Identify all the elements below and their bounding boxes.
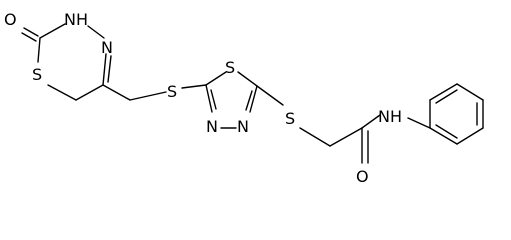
thiadiazinone-ring — [21, 23, 112, 101]
bond-s1-c5 — [237, 71, 258, 87]
bond-c-o-double-b — [21, 32, 37, 42]
bond-ch2-s-linker — [129, 91, 167, 101]
atom-s-linker-right: S — [285, 109, 295, 128]
bond-ch2-s — [47, 84, 77, 101]
chemical-structure: O NH N S S S N N S NH O — [4, 10, 484, 186]
bond-ph-inner-1 — [435, 89, 458, 104]
bond-nh-n — [87, 25, 105, 39]
atom-s-thiadiazole: S — [225, 58, 235, 77]
atom-s-linker-left: S — [167, 82, 177, 101]
methylthio-linker — [102, 84, 207, 101]
bond-c5-s-right — [256, 85, 284, 106]
bond-c5-ch2 — [75, 84, 104, 101]
atom-o-amide: O — [356, 167, 369, 186]
bond-ph-2 — [429, 83, 458, 101]
bond-ph-6 — [429, 127, 458, 145]
bond-ph-inner-3 — [435, 124, 458, 139]
thiadiazole-ring — [205, 71, 258, 129]
atom-n-ring: N — [101, 38, 113, 57]
bond-c5-n4-a — [249, 85, 258, 113]
bond-ph-3 — [456, 83, 484, 101]
atom-o-carbonyl-ring: O — [4, 10, 17, 29]
atom-nh-ring: NH — [64, 10, 88, 29]
bond-s-c — [37, 37, 41, 63]
atom-n-thiadiazole-right: N — [237, 117, 249, 136]
bond-n3-c2-a — [205, 84, 213, 113]
bond-s-ch2-right — [299, 127, 331, 147]
bond-c-o-double-a — [23, 27, 39, 37]
bond-n3-c2-b — [210, 89, 217, 110]
bond-carbonyl-nh — [361, 114, 381, 129]
atom-nh-amide: NH — [378, 107, 402, 126]
bond-n-c5-a — [102, 53, 107, 86]
bond-n-c5-b — [107, 55, 112, 83]
bond-c2-s1 — [205, 71, 227, 86]
bond-nh-phenyl — [407, 117, 431, 129]
bond-ph-5 — [456, 127, 484, 145]
thioacetamide-linker — [256, 85, 431, 164]
bond-c-nh — [39, 23, 66, 39]
phenyl-ring — [429, 83, 484, 145]
atom-labels: O NH N S S S N N S NH O — [4, 10, 402, 186]
bond-c5-n4-b — [245, 90, 253, 111]
bond-ch2-carbonyl — [329, 127, 363, 147]
atom-n-thiadiazole-left: N — [206, 117, 218, 136]
bond-c5-ch2-linker — [102, 84, 131, 101]
bond-s-c2-thiadiazole — [181, 84, 207, 89]
molecule-drawing: O NH N S S S N N S NH O — [4, 10, 484, 186]
atom-s-ring: S — [32, 65, 42, 84]
